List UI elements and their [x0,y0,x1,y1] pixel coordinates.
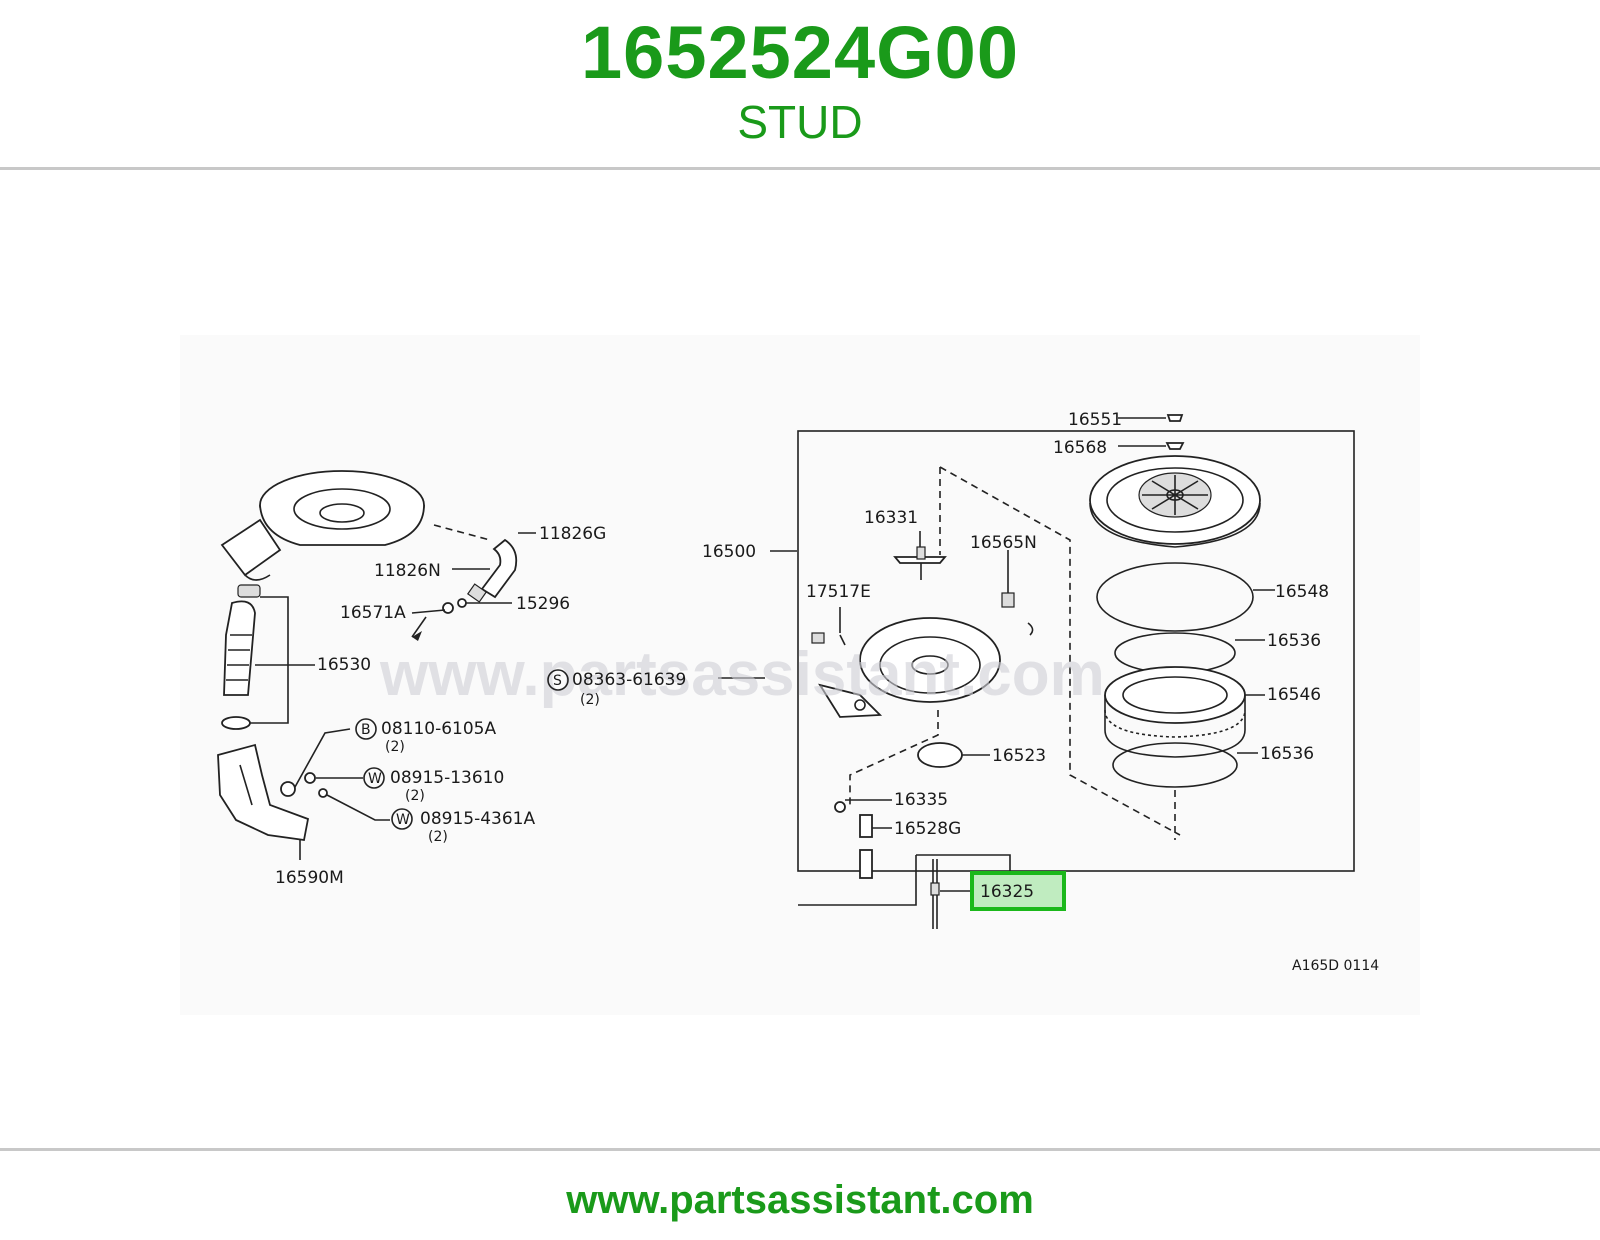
air-cleaner-body [811,617,1001,718]
guide-bottom [849,710,939,805]
watermark: www.partsassistant.com [379,640,1105,709]
part-number-title: 1652524G00 [581,11,1019,94]
spring-clip [1027,622,1034,636]
callout-16565n[interactable]: 16565N [970,533,1037,553]
callout-08915-13610-qty: (2) [405,788,425,804]
nut-16335 [834,801,846,813]
parts-diagram-svg: www.partsassistant.com 16551 16568 16500… [180,335,1420,1015]
symbol-w1: W [368,771,382,787]
gasket-16548 [1096,562,1254,632]
gasket-16523 [917,742,963,768]
callout-08915-4361a-qty: (2) [428,829,448,845]
callout-16546[interactable]: 16546 [1267,685,1321,705]
diagram-code: A165D 0114 [1292,958,1379,974]
spacer-lower [859,849,873,879]
symbol-s: S [553,673,562,689]
callout-11826g[interactable]: 11826G [539,524,606,544]
stud-16325 [930,859,940,929]
callout-16536-upper[interactable]: 16536 [1267,631,1321,651]
callout-08110-6105a[interactable]: 08110-6105A [381,719,496,739]
callout-16523[interactable]: 16523 [992,746,1046,766]
callout-16571a[interactable]: 16571A [340,603,406,623]
stud-frame-left [798,855,917,906]
symbol-s-circle [547,669,569,691]
leader-16571a [411,609,446,614]
clip-16565n [1001,592,1015,608]
symbol-w2: W [396,812,410,828]
callout-16568[interactable]: 16568 [1053,438,1107,458]
guide-right [939,466,1181,836]
spacer-16528g [859,814,873,838]
callout-15296[interactable]: 15296 [516,594,570,614]
callout-08363-61639[interactable]: 08363-61639 [572,670,686,690]
air-cleaner-cover [1089,414,1261,548]
left-intake-duct [221,584,289,730]
symbol-w2-circle [391,808,413,830]
wing-nut [893,546,947,580]
symbol-w1-circle [363,767,385,789]
footer-divider [0,1148,1600,1151]
header-divider [0,167,1600,170]
callout-08915-13610[interactable]: 08915-13610 [390,768,504,788]
callout-16331[interactable]: 16331 [864,508,918,528]
left-breather-hose [411,524,518,641]
seal-16536-lower [1112,742,1238,788]
highlight-box-16325[interactable] [970,871,1066,911]
callout-11826n[interactable]: 11826N [374,561,441,581]
stud-frame-notch [916,854,1011,871]
callout-16528g[interactable]: 16528G [894,819,961,839]
callout-16325[interactable]: 16325 [980,882,1034,902]
left-bracket [217,728,390,860]
callout-16536-lower[interactable]: 16536 [1260,744,1314,764]
left-air-cleaner-housing [220,470,425,581]
callout-08110-qty: (2) [385,739,405,755]
air-filter-element [1104,666,1246,758]
callout-16548[interactable]: 16548 [1275,582,1329,602]
symbol-b-circle [355,718,377,740]
callout-16335[interactable]: 16335 [894,790,948,810]
callout-16500[interactable]: 16500 [702,542,756,562]
callout-17517e[interactable]: 17517E [806,582,871,602]
callout-16530[interactable]: 16530 [317,655,371,675]
callout-08915-4361a[interactable]: 08915-4361A [420,809,535,829]
parts-diagram: www.partsassistant.com 16551 16568 16500… [180,335,1420,1015]
part-name-subtitle: STUD [737,96,863,148]
symbol-b: B [361,722,371,738]
page-header: 1652524G00 STUD [0,0,1600,168]
callout-16590m[interactable]: 16590M [275,868,344,888]
callout-08363-qty: (2) [580,692,600,708]
assembly-frame [797,430,1355,872]
footer-website-link[interactable]: www.partsassistant.com [566,1178,1034,1222]
callout-16551[interactable]: 16551 [1068,410,1122,430]
